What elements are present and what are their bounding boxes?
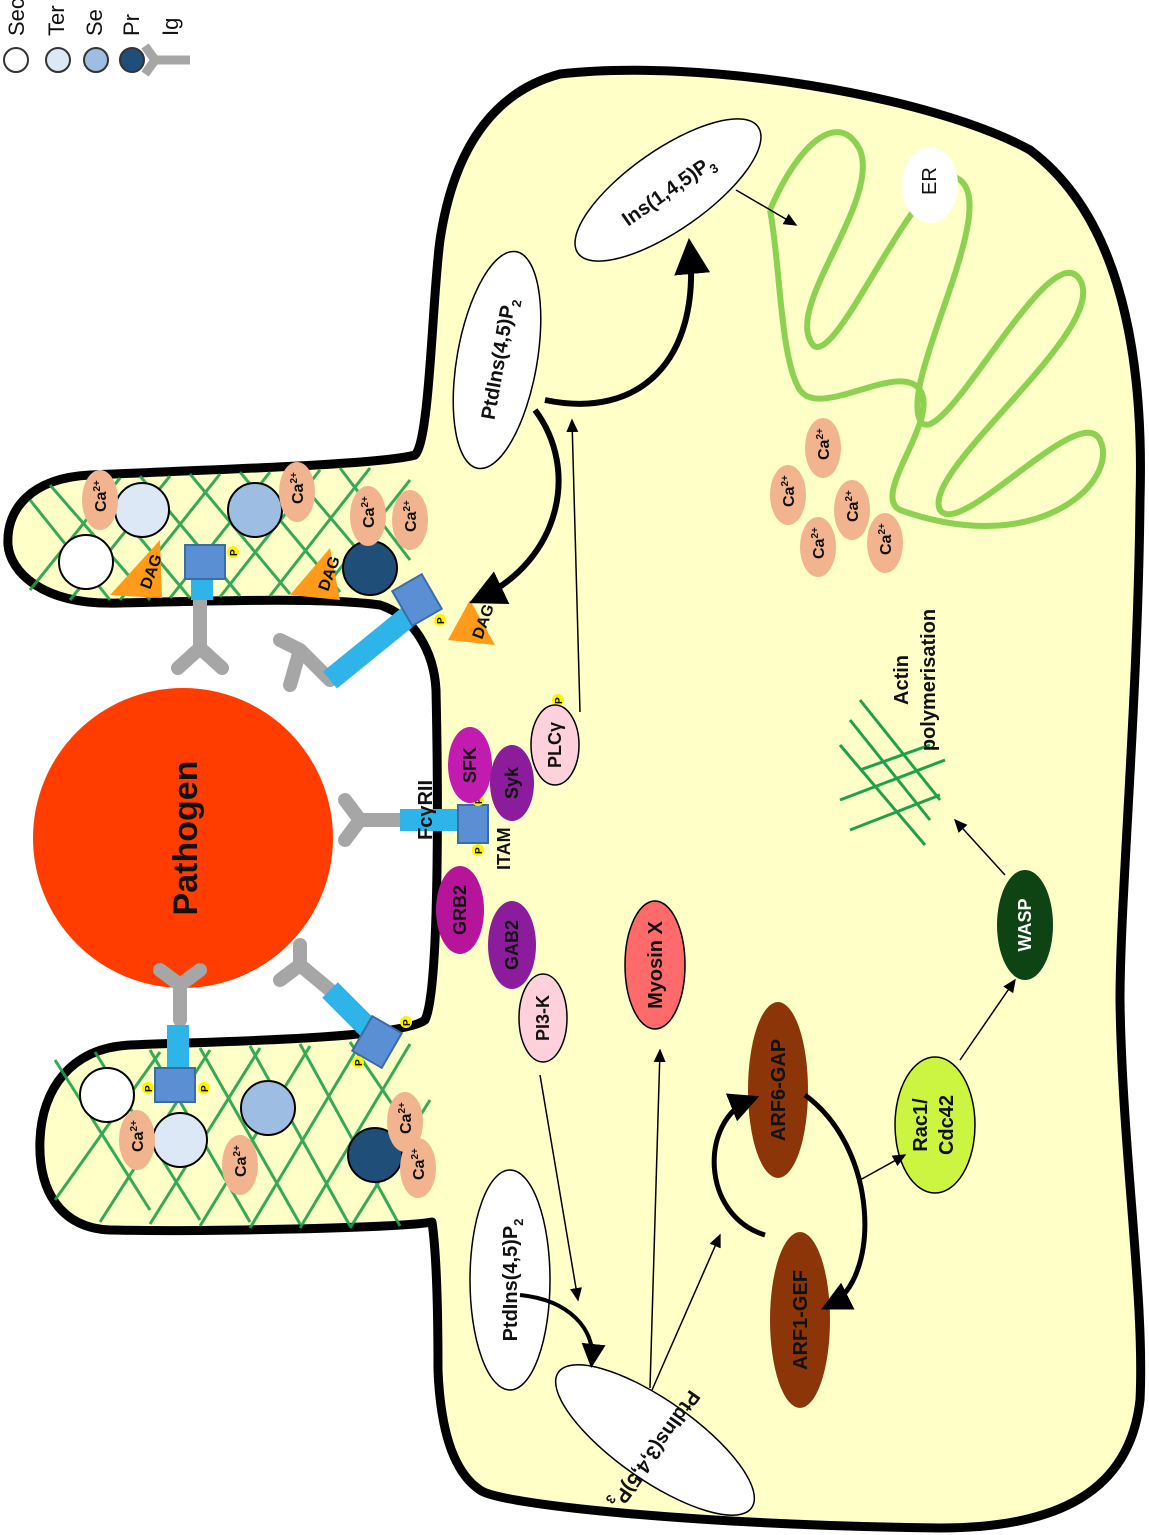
svg-text:GRB2: GRB2 bbox=[450, 885, 470, 935]
calcium-ion: Ca2+ bbox=[392, 490, 428, 550]
calcium-ion: Ca2+ bbox=[400, 1138, 436, 1198]
calcium-ion: Ca2+ bbox=[222, 1135, 258, 1195]
phospho-label: P bbox=[354, 1059, 365, 1066]
protein-rac1-cdc42: Rac1/ Cdc42 bbox=[895, 1057, 975, 1193]
svg-text:PLCγ: PLCγ bbox=[545, 722, 565, 768]
protein-sfk: SFK bbox=[448, 727, 492, 803]
legend: Sec Ter Se Pr Ig bbox=[4, 0, 190, 74]
er-label: ER bbox=[919, 167, 941, 195]
pathogen-label: Pathogen bbox=[167, 761, 205, 916]
primary-granule bbox=[343, 541, 397, 595]
calcium-ion: Ca2+ bbox=[279, 462, 315, 522]
calcium-ion: Ca2+ bbox=[82, 470, 118, 530]
protein-arf1-gef: ARF1-GEF bbox=[770, 1232, 830, 1408]
legend-igg-icon bbox=[145, 46, 190, 74]
protein-myosin-x: Myosin X bbox=[625, 901, 685, 1029]
svg-text:Myosin X: Myosin X bbox=[645, 920, 667, 1008]
actin-label-line1: Actin bbox=[891, 655, 913, 705]
phospho-label: P bbox=[229, 549, 240, 556]
phospho-label: P bbox=[402, 1019, 413, 1026]
phospho-label: P bbox=[144, 1085, 155, 1092]
tertiary-granule bbox=[153, 1113, 207, 1167]
protein-arf6-gap: ARF6-GAP bbox=[748, 1002, 808, 1178]
svg-text:Syk: Syk bbox=[502, 766, 522, 799]
svg-text:SFK: SFK bbox=[460, 747, 480, 783]
protein-gab2: GAB2 bbox=[488, 901, 536, 989]
itam-label: ITAM bbox=[494, 827, 514, 870]
svg-text:PI3-K: PI3-K bbox=[533, 995, 553, 1041]
calcium-ion: Ca2+ bbox=[834, 480, 870, 540]
svg-text:WASP: WASP bbox=[1015, 898, 1035, 951]
svg-text:ARF6-GAP: ARF6-GAP bbox=[768, 1039, 790, 1141]
pip2-lower: PtdIns(4,5)P2 bbox=[470, 1170, 550, 1390]
secondary-granule bbox=[80, 1068, 134, 1122]
calcium-ion: Ca2+ bbox=[119, 1110, 155, 1170]
svg-text:GAB2: GAB2 bbox=[502, 920, 522, 970]
phospho-label: P bbox=[554, 697, 565, 704]
calcium-ion: Ca2+ bbox=[805, 418, 841, 478]
phospho-label: P bbox=[200, 1085, 211, 1092]
secretory-vesicle bbox=[228, 483, 282, 537]
calcium-ion: Ca2+ bbox=[867, 513, 903, 573]
svg-text:ARF1-GEF: ARF1-GEF bbox=[790, 1270, 812, 1370]
receptor-label: FcγRII bbox=[415, 780, 437, 840]
protein-wasp: WASP bbox=[997, 870, 1053, 980]
legend-item-igg: Ig bbox=[158, 18, 183, 36]
svg-text:Cdc42: Cdc42 bbox=[936, 1095, 958, 1155]
legend-item-tertiary: Ter bbox=[44, 5, 69, 36]
phospho-label: P bbox=[474, 847, 485, 854]
legend-item-secondary: Sec bbox=[4, 0, 29, 36]
phospho-label: P bbox=[436, 617, 447, 624]
legend-primary-granule-icon bbox=[120, 48, 144, 72]
legend-secondary-granule-icon bbox=[4, 48, 28, 72]
protein-grb2: GRB2 bbox=[436, 866, 484, 954]
calcium-ion: Ca2+ bbox=[800, 517, 836, 577]
legend-item-primary: Pr bbox=[119, 14, 144, 36]
protein-plcg: PLCγ bbox=[531, 705, 579, 785]
legend-secretory-vesicle-icon bbox=[84, 48, 108, 72]
actin-label-line2: polymerisation bbox=[918, 609, 940, 751]
secondary-granule bbox=[59, 535, 113, 589]
calcium-ion: Ca2+ bbox=[350, 486, 386, 546]
protein-syk: Syk bbox=[490, 745, 534, 821]
protein-pi3k: PI3-K bbox=[519, 974, 567, 1062]
tertiary-granule bbox=[115, 483, 169, 537]
legend-item-secretory: Se bbox=[82, 9, 107, 36]
secretory-vesicle bbox=[241, 1081, 295, 1135]
svg-text:Rac1/: Rac1/ bbox=[910, 1098, 932, 1152]
calcium-ion: Ca2+ bbox=[770, 465, 806, 525]
legend-tertiary-granule-icon bbox=[46, 48, 70, 72]
